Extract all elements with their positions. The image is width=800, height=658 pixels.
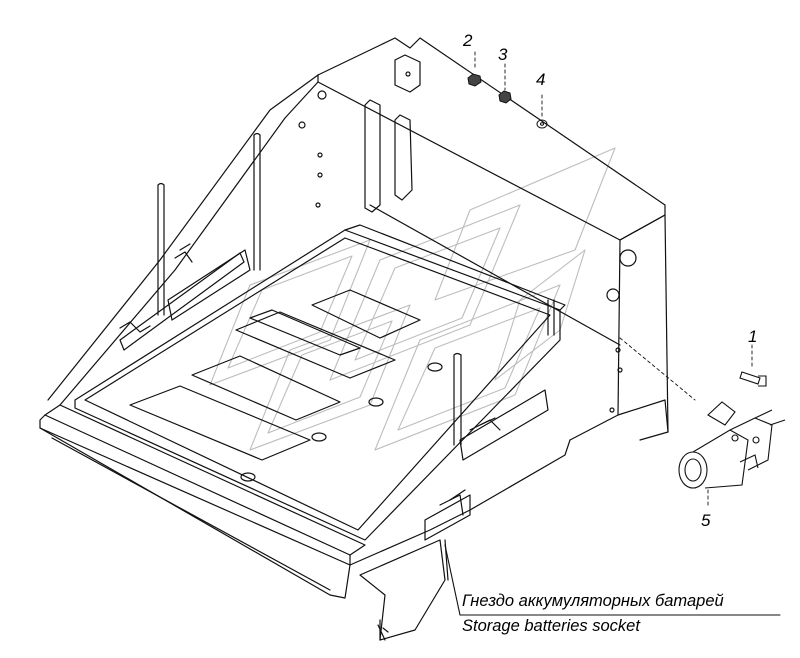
caption-english: Storage batteries socket (462, 617, 640, 635)
watermark-logo (209, 147, 616, 451)
bolt-part-1 (739, 371, 767, 387)
left-clamp-bars (119, 243, 251, 351)
callout-4: 4 (536, 70, 546, 89)
washer-part-4 (536, 119, 548, 129)
nut-part-2 (467, 73, 482, 87)
back-wall-features (298, 54, 637, 413)
long-studs (157, 132, 555, 446)
callout-leaders (474, 51, 753, 506)
battery-switch-part-5 (678, 401, 786, 489)
caption-russian: Гнездо аккумуляторных батарей (462, 592, 724, 610)
callout-1: 1 (748, 327, 758, 346)
tray-body (39, 37, 669, 641)
callout-5: 5 (701, 511, 711, 530)
callout-3: 3 (498, 45, 508, 64)
tray-floor (74, 224, 566, 541)
nut-part-3 (498, 90, 512, 104)
caption-leader-line (444, 544, 781, 616)
right-clamp-bars (424, 389, 549, 541)
callout-2: 2 (463, 31, 473, 50)
